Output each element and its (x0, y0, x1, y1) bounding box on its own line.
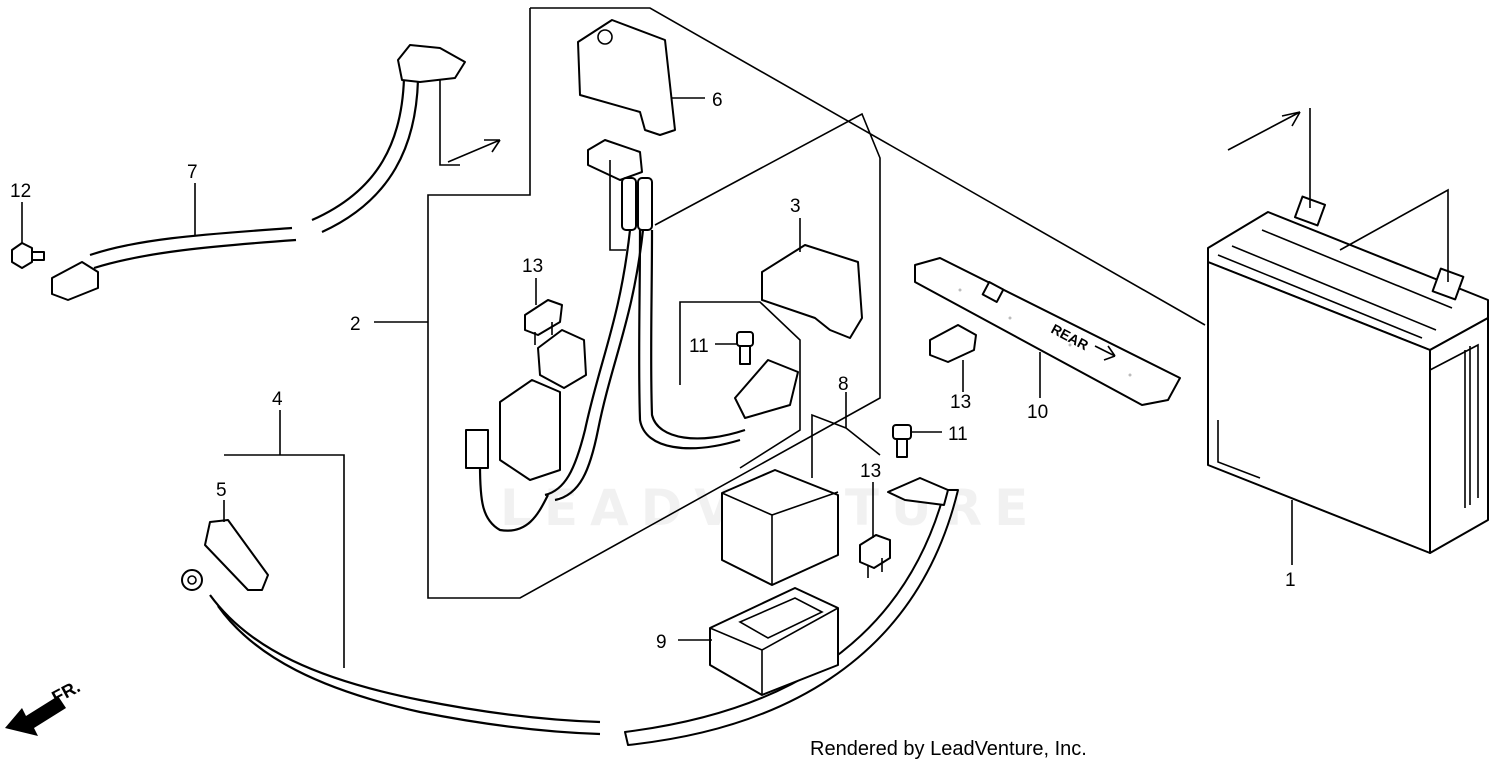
callout-11b: 11 (948, 424, 968, 445)
callout-13b: 13 (950, 392, 971, 413)
callout-2: 2 (350, 314, 361, 335)
callout-6: 6 (712, 90, 723, 111)
callout-13c: 13 (860, 461, 881, 482)
callout-8: 8 (838, 374, 849, 395)
group-bracket-4 (224, 454, 345, 668)
leader-line-8 (811, 392, 881, 478)
terminal-cover-6 (577, 19, 676, 136)
render-credit: Rendered by LeadVenture, Inc. (810, 738, 1087, 760)
nut-12 (11, 242, 45, 269)
ground-cable (181, 477, 959, 746)
battery-strap-10: REAR (914, 257, 1181, 406)
battery (1207, 108, 1489, 554)
sub-bracket-11 (679, 301, 801, 469)
callout-4: 4 (272, 389, 283, 410)
callout-5: 5 (216, 480, 227, 501)
arrow-mark-cable (447, 139, 501, 163)
callout-1: 1 (1285, 570, 1296, 591)
battery-cable-7 (51, 44, 466, 301)
callout-9: 9 (656, 632, 667, 653)
fuse-13a (524, 299, 563, 345)
starter-relay-8 (721, 469, 839, 586)
fuse-13c (859, 534, 891, 578)
callout-3: 3 (790, 196, 801, 217)
callout-10: 10 (1027, 402, 1048, 423)
group-outline-2 (427, 7, 1206, 599)
callout-12: 12 (10, 181, 31, 202)
rubber-boot-5 (204, 519, 269, 591)
fuse-13b (929, 324, 977, 363)
front-direction-arrow-icon (5, 696, 66, 736)
relay-cover-9 (709, 587, 839, 696)
bolt-11b (892, 424, 912, 458)
bolt-11a (736, 331, 754, 365)
arrow-mark-battery (1227, 111, 1301, 151)
callout-11a: 11 (689, 336, 709, 357)
callout-7: 7 (187, 162, 198, 183)
callout-13a: 13 (522, 256, 543, 277)
terminal-cap-3 (761, 244, 863, 339)
wire-harness (465, 139, 799, 532)
